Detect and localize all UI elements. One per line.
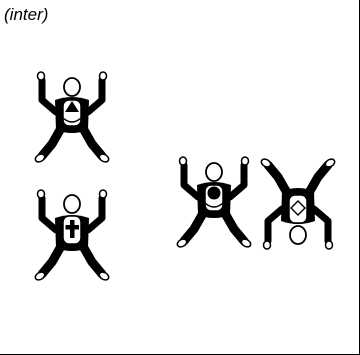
skydiver-circle-body xyxy=(176,157,252,249)
skydiver-triangle-figure xyxy=(30,70,114,164)
skydiver-cross-figure xyxy=(30,188,114,282)
skydiver-diamond-figure xyxy=(256,157,340,251)
skydiver-cross xyxy=(30,188,114,282)
panel-label: (inter) xyxy=(4,5,48,25)
skydiver-triangle xyxy=(30,70,114,164)
skydiver-diamond xyxy=(256,157,340,251)
skydiver-triangle-body xyxy=(34,72,110,164)
skydiver-circle-figure xyxy=(172,155,256,249)
circle-marker-icon xyxy=(208,187,221,200)
skydiver-circle xyxy=(172,155,256,249)
